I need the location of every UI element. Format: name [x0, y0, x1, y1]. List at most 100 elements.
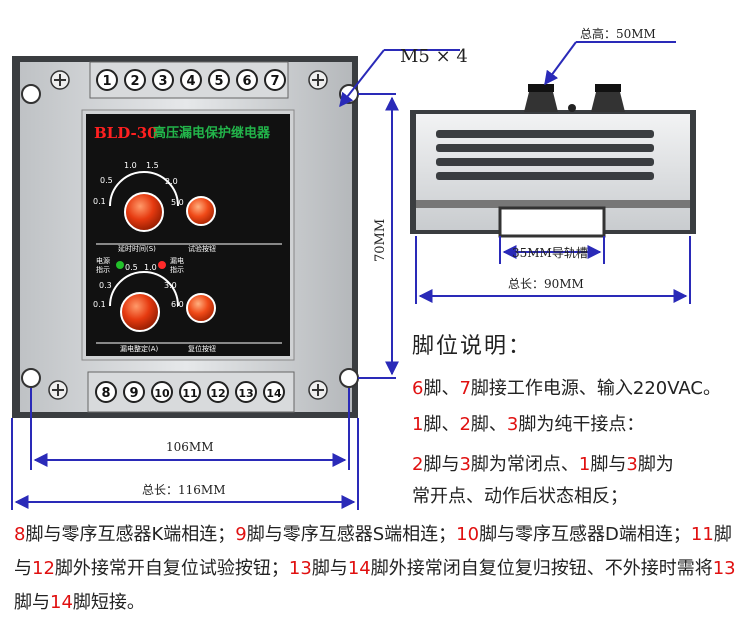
note-text: 脚与 [423, 454, 460, 475]
pin-number: 3 [506, 414, 519, 435]
top-terminal-4 [180, 69, 202, 91]
pin-number: 11 [690, 524, 714, 545]
pin-number: 1 [412, 414, 424, 435]
pin-number: 3 [626, 454, 638, 475]
top-terminal-label: 7 [270, 74, 279, 89]
device-name: 高压漏电保护继电器 [153, 125, 271, 141]
leak-indicator-label: 漏电 [170, 256, 184, 265]
inner-width: 106MM [166, 440, 213, 454]
top-terminal-label: 6 [242, 74, 251, 89]
note-text: 脚短接。 [72, 592, 145, 613]
pin-number: 12 [32, 558, 55, 579]
pin-number: 13 [288, 558, 312, 579]
pin-number: 8 [14, 524, 26, 545]
total-width: 总长：116MM [142, 483, 225, 497]
top-terminal-5 [208, 69, 230, 91]
top-terminal-label: 1 [102, 74, 111, 89]
pin-number: 6 [412, 378, 424, 399]
reset-button-label: 复位按钮 [188, 344, 216, 353]
bottom-terminal-13 [235, 381, 257, 403]
top-terminal-6 [236, 69, 258, 91]
pin-number: 2 [459, 414, 471, 435]
knob-icon [524, 88, 558, 112]
top-terminal-label: 4 [186, 74, 195, 89]
note-text: 脚外接常开自复位试验按钮； [54, 558, 289, 579]
reset-button-icon[interactable] [186, 293, 216, 323]
mounting-hole-icon [21, 84, 41, 104]
note-text: 脚与 [311, 558, 348, 579]
leak-tick: 6.0 [171, 300, 184, 309]
delay-tick: 0.5 [100, 176, 113, 185]
top-terminal-2 [124, 69, 146, 91]
total-height: 总高：50MM [580, 26, 656, 41]
front-panel [86, 114, 290, 356]
note-text: 脚为 [637, 454, 674, 475]
pin-number: 14 [50, 592, 73, 613]
note-text: 脚外接常闭自复位复归按钮、不外接时需将 [370, 558, 713, 579]
front-view: BLD-30 高压漏电保护继电器 0.1 0.5 1.0 1.5 2.0 5.0… [12, 56, 359, 418]
delay-tick: 2.0 [165, 177, 178, 186]
pin-number: 10 [456, 524, 480, 545]
note-text: 脚接工作电源、输入220VAC。 [470, 378, 721, 399]
side-view [410, 84, 696, 238]
delay-tick: 1.0 [124, 161, 137, 170]
bottom-terminal-14 [263, 381, 285, 403]
power-indicator-label: 指示 [96, 265, 110, 274]
note-text: 脚、 [423, 414, 460, 435]
leak-tick: 0.5 [125, 263, 138, 272]
leak-label: 漏电整定(A) [120, 344, 159, 353]
pin-note-bottom: 8脚与零序互感器K端相连；9脚与零序互感器S端相连；10脚与零序互感器D端相连；… [14, 518, 744, 620]
pin-note-1: 6脚、7脚接工作电源、输入220VAC。 [412, 376, 721, 402]
pin-note-3: 2脚与3脚为常闭点、1脚与3脚为 [412, 452, 674, 478]
note-text: 脚与 [590, 454, 627, 475]
screw-spec: M5 × 4 [400, 46, 468, 67]
delay-tick: 1.5 [146, 161, 159, 170]
test-button-icon[interactable] [186, 196, 216, 226]
top-terminal-1 [96, 69, 118, 91]
pin-number: 7 [459, 378, 471, 399]
note-text: 脚、 [423, 378, 460, 399]
power-led-icon [116, 261, 124, 269]
top-terminal-7 [264, 69, 286, 91]
rail-slot [498, 206, 606, 238]
dimension-lines [11, 41, 691, 510]
bottom-terminal-9 [123, 381, 145, 403]
note-text: 常开点、动作后状态相反； [412, 486, 628, 507]
bottom-terminal-label: 11 [182, 387, 197, 400]
bottom-terminal-label: 8 [101, 386, 110, 401]
bottom-terminal-8 [95, 381, 117, 403]
bottom-terminal-10 [151, 381, 173, 403]
pin-number: 9 [235, 524, 247, 545]
note-text: 脚为纯干接点： [518, 414, 645, 435]
note-text: 脚与 [14, 524, 732, 579]
pin-number: 3 [459, 454, 471, 475]
knob-icon [591, 88, 625, 112]
pin-number: 1 [578, 454, 591, 475]
pin-number: 14 [347, 558, 371, 579]
side-length: 总长：90MM [508, 277, 584, 291]
leak-tick: 3.0 [164, 281, 177, 290]
top-terminal-label: 5 [214, 74, 223, 89]
leak-dial[interactable] [109, 271, 179, 332]
top-terminal-label: 2 [130, 74, 139, 89]
pin-number: 13 [712, 558, 736, 579]
test-button-label: 试验按钮 [188, 244, 216, 253]
note-text: 脚为常闭点、 [470, 454, 579, 475]
delay-dial[interactable] [109, 171, 179, 232]
bottom-terminal-label: 12 [210, 387, 225, 400]
mounting-hole-icon [339, 368, 359, 388]
note-text: 脚、 [470, 414, 507, 435]
bottom-terminal-label: 9 [129, 386, 138, 401]
pin-note-2: 1脚、2脚、3脚为纯干接点： [412, 412, 644, 438]
top-terminal-label: 3 [158, 74, 167, 89]
delay-tick: 0.1 [93, 197, 106, 206]
pin-note-4: 常开点、动作后状态相反； [412, 484, 628, 510]
mounting-hole-icon [21, 368, 41, 388]
height-dimension: 70MM [373, 219, 388, 262]
leak-indicator-label: 指示 [170, 265, 184, 274]
bottom-terminal-label: 10 [154, 387, 170, 400]
bottom-terminal-label: 14 [266, 387, 282, 400]
delay-label: 延时时间(S) [118, 244, 156, 253]
